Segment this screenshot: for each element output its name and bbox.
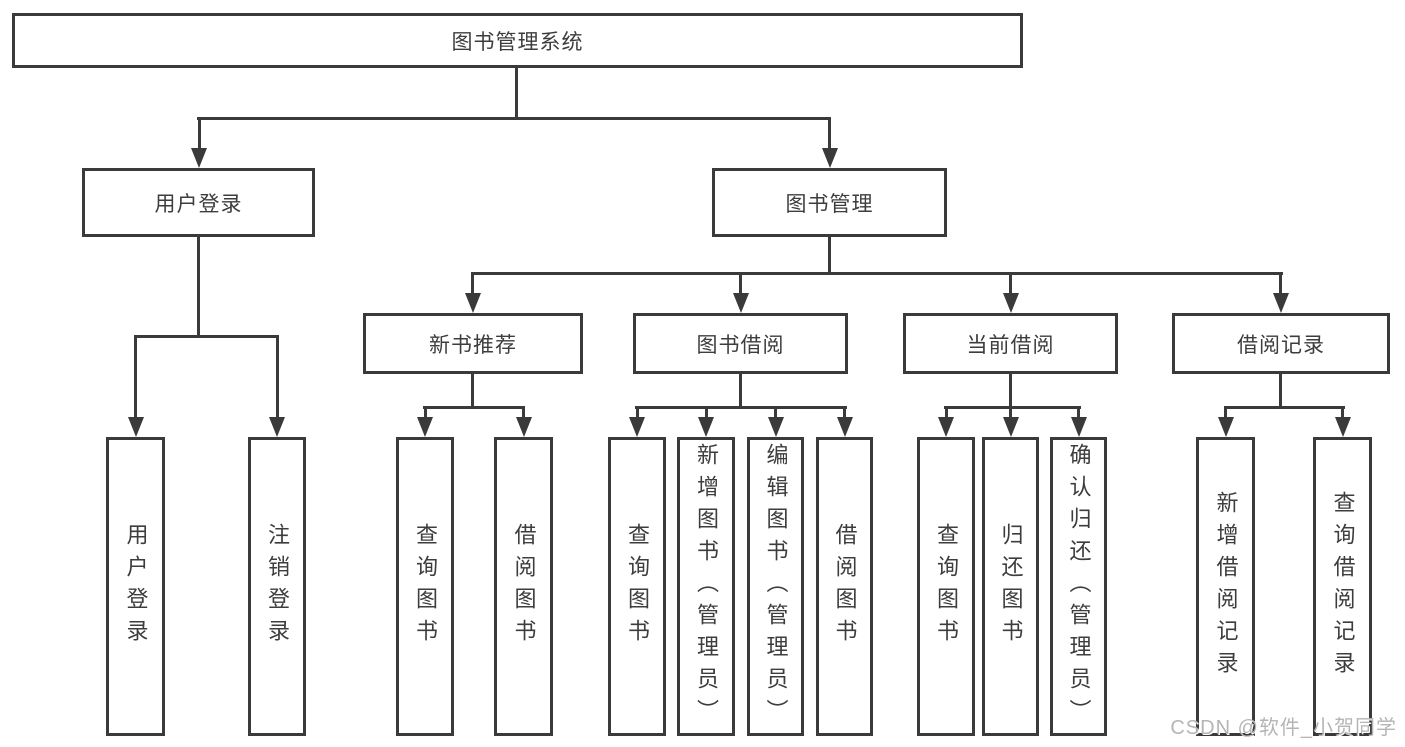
connector-line: [1009, 272, 1012, 295]
connector-line: [739, 272, 742, 295]
node-book-borrow-label: 图书借阅: [696, 333, 785, 357]
watermark-text: CSDN @软件_小贺同学: [1170, 717, 1397, 739]
arrow-down-icon: [1003, 293, 1019, 313]
leaf-logout-label: 注销登录: [265, 522, 290, 651]
node-book-borrow: 图书借阅: [633, 313, 848, 374]
connector-line: [423, 406, 525, 409]
leaf-confirm-return-admin: 确认归还（管理员）: [1050, 437, 1107, 736]
arrow-down-icon: [465, 293, 481, 313]
node-current-borrow-label: 当前借阅: [966, 333, 1055, 357]
leaf-query-borrow-record-label: 查询借阅记录: [1330, 490, 1356, 683]
connector-line: [471, 374, 474, 408]
leaf-confirm-return-admin-label: 确认归还（管理员）: [1066, 442, 1092, 731]
leaf-query-book-1-label: 查询图书: [413, 522, 438, 651]
connector-line: [1224, 406, 1345, 409]
connector-line: [198, 117, 201, 150]
node-user-login: 用户登录: [82, 168, 315, 237]
connector-line: [1279, 272, 1282, 295]
node-current-borrow: 当前借阅: [903, 313, 1118, 374]
leaf-add-borrow-record-label: 新增借阅记录: [1213, 490, 1239, 683]
connector-line: [471, 272, 1283, 275]
arrow-down-icon: [128, 417, 144, 437]
connector-line: [1224, 406, 1227, 419]
arrow-down-icon: [191, 148, 207, 168]
connector-line: [197, 117, 831, 120]
arrow-down-icon: [516, 417, 532, 437]
connector-line: [945, 406, 948, 419]
node-new-book-recommend: 新书推荐: [363, 313, 583, 374]
arrow-down-icon: [938, 417, 954, 437]
connector-line: [636, 406, 639, 419]
node-root: 图书管理系统: [12, 13, 1023, 68]
leaf-borrow-book-2-label: 借阅图书: [832, 522, 858, 651]
connector-line: [705, 406, 708, 419]
leaf-query-book-2-label: 查询图书: [625, 522, 650, 651]
leaf-user-login-label: 用户登录: [123, 522, 149, 651]
leaf-query-book-3-label: 查询图书: [934, 522, 959, 651]
leaf-borrow-book-1-label: 借阅图书: [511, 522, 537, 651]
leaf-return-book: 归还图书: [982, 437, 1039, 736]
connector-line: [424, 406, 427, 419]
leaf-user-login: 用户登录: [106, 437, 165, 736]
connector-line: [515, 68, 518, 120]
arrow-down-icon: [768, 417, 784, 437]
connector-line: [774, 406, 777, 419]
connector-line: [843, 406, 846, 419]
connector-line: [1341, 406, 1344, 419]
connector-line: [1077, 406, 1080, 419]
arrow-down-icon: [837, 417, 853, 437]
leaf-return-book-label: 归还图书: [998, 522, 1024, 651]
leaf-borrow-book-2: 借阅图书: [816, 437, 873, 736]
connector-line: [1009, 406, 1012, 419]
leaf-query-book-2: 查询图书: [608, 437, 666, 736]
connector-line: [635, 406, 847, 409]
arrow-down-icon: [629, 417, 645, 437]
connector-line: [134, 335, 137, 419]
leaf-add-book-admin: 新增图书（管理员）: [677, 437, 735, 736]
leaf-logout: 注销登录: [248, 437, 306, 736]
node-user-login-label: 用户登录: [154, 192, 243, 216]
node-borrow-record-label: 借阅记录: [1237, 333, 1325, 357]
leaf-add-borrow-record: 新增借阅记录: [1196, 437, 1255, 736]
arrow-down-icon: [1218, 417, 1234, 437]
node-root-label: 图书管理系统: [451, 30, 584, 54]
connector-line: [276, 335, 279, 419]
connector-line: [944, 406, 1081, 409]
connector-line: [197, 237, 200, 337]
connector-line: [1009, 374, 1012, 408]
node-new-book-recommend-label: 新书推荐: [429, 333, 517, 357]
leaf-query-borrow-record: 查询借阅记录: [1313, 437, 1372, 736]
node-book-management-label: 图书管理: [785, 192, 874, 216]
leaf-edit-book-admin-label: 编辑图书（管理员）: [763, 442, 789, 731]
arrow-down-icon: [822, 148, 838, 168]
arrow-down-icon: [698, 417, 714, 437]
node-book-management: 图书管理: [712, 168, 947, 237]
leaf-add-book-admin-label: 新增图书（管理员）: [694, 442, 719, 731]
connector-line: [471, 272, 474, 295]
arrow-down-icon: [1335, 417, 1351, 437]
connector-line: [522, 406, 525, 419]
leaf-query-book-1: 查询图书: [396, 437, 454, 736]
arrow-down-icon: [1071, 417, 1087, 437]
connector-line: [739, 374, 742, 408]
arrow-down-icon: [1003, 417, 1019, 437]
arrow-down-icon: [1273, 293, 1289, 313]
arrow-down-icon: [733, 293, 749, 313]
connector-line: [1279, 374, 1282, 408]
arrow-down-icon: [417, 417, 433, 437]
leaf-borrow-book-1: 借阅图书: [494, 437, 553, 736]
leaf-query-book-3: 查询图书: [917, 437, 975, 736]
connector-line: [134, 335, 279, 338]
connector-line: [828, 117, 831, 150]
arrow-down-icon: [269, 417, 285, 437]
node-borrow-record: 借阅记录: [1172, 313, 1390, 374]
leaf-edit-book-admin: 编辑图书（管理员）: [747, 437, 804, 736]
connector-line: [828, 237, 831, 274]
